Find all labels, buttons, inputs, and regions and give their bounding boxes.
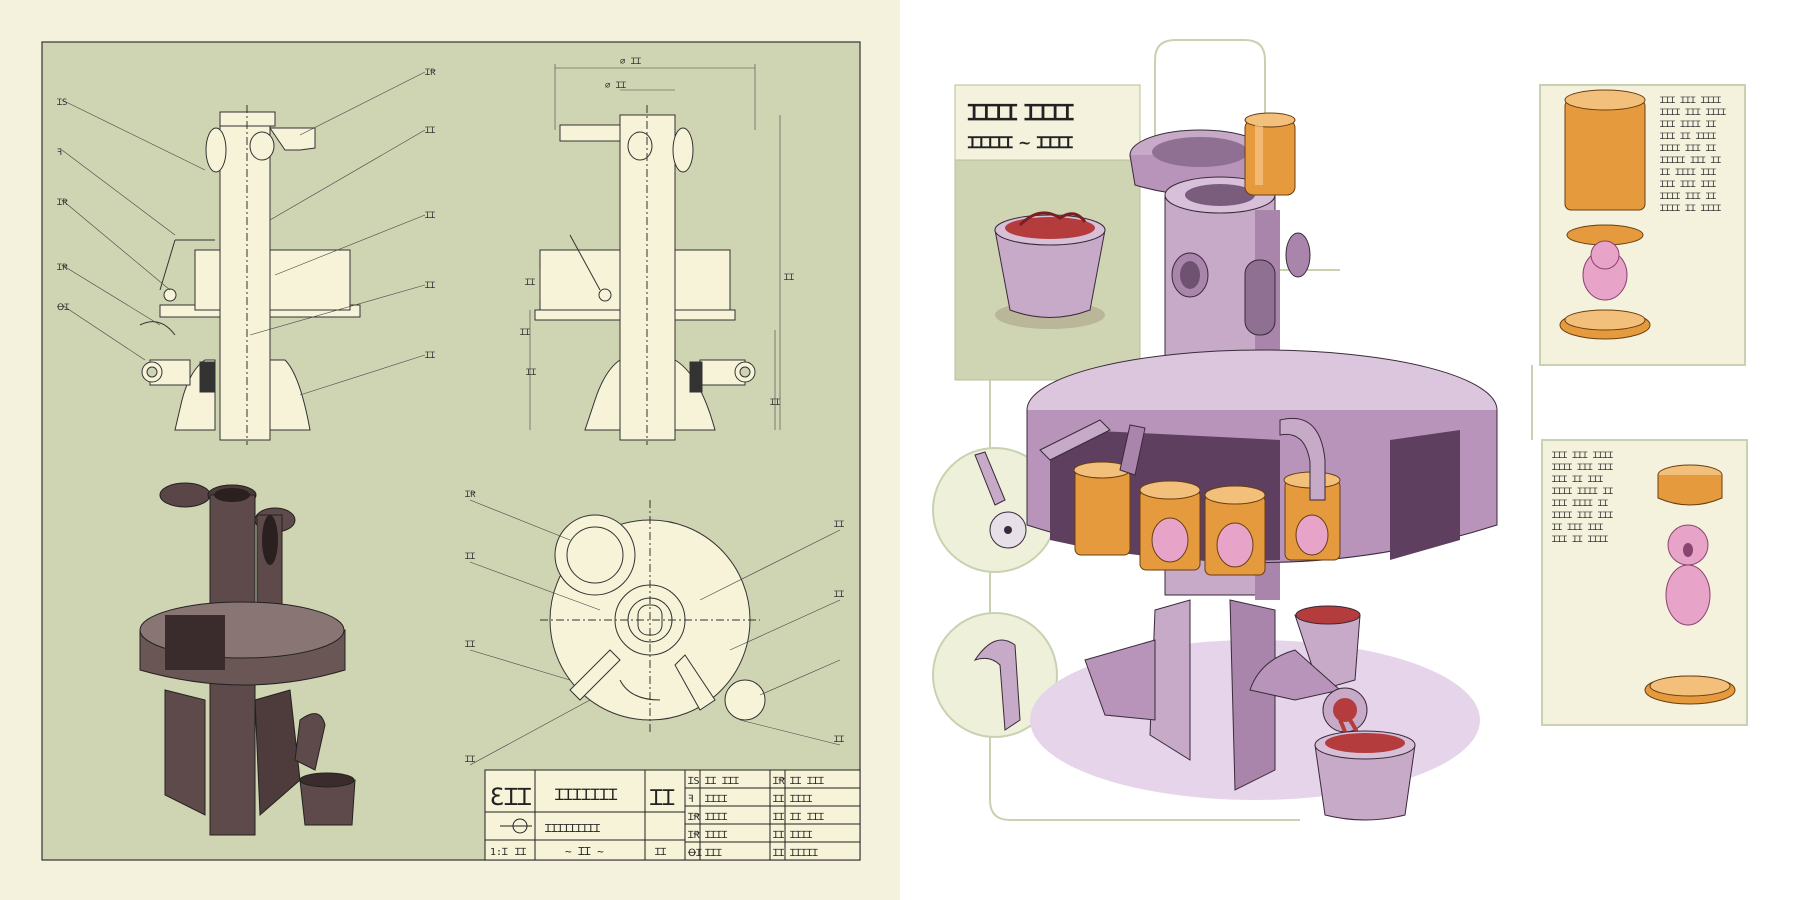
note-line: ꞮꞮ ꞮꞮꞮꞮ ꞮꞮꞮ — [1660, 168, 1716, 178]
callout-label: ꟻ — [57, 148, 62, 158]
machine-illustration — [1026, 129, 1498, 821]
tb-subtitle: ꞮꞮꞮꞮꞮꞮꞮꞮꞮ — [545, 822, 600, 835]
tb-cell: ꞮꞮ ꞮꞮꞮ — [790, 776, 824, 787]
callout-label: ꞮꞮ — [465, 552, 475, 562]
plan-view — [540, 500, 766, 735]
callout-label: ꞮꞦ — [465, 490, 476, 500]
title-block — [484, 769, 861, 861]
note-line: ꞮꞮꞮ ꞮꞮꞮꞮ ꞮꞮ — [1660, 120, 1716, 130]
cup-icon — [1244, 112, 1296, 196]
tb-cell: ꞮꞮ ꞮꞮꞮ — [705, 776, 739, 787]
callout-label: ꞮꞮ — [834, 590, 844, 600]
callout-label: ꞮꞮ — [465, 640, 475, 650]
callout-label: ꞮꞦ — [57, 263, 68, 273]
callout-label: ꝊꞮ — [57, 303, 69, 313]
dimension-label: ꞮꞮ — [520, 328, 530, 338]
tb-cell: ꞮꞮꞮꞮ — [790, 830, 813, 841]
note-line: ꞮꞮꞮꞮ ꞮꞮꞮ ꞮꞮꞮ — [1552, 511, 1613, 521]
note-card-top — [1539, 84, 1746, 366]
tb-page: ꞮꞮ — [655, 847, 667, 858]
technical-drawing: ꞮS ꟻ ꞮꞦ ꞮꞦ ꝊꞮ ꞮꞦ ꞮꞮ ꞮꞮ ꞮꞮ ꞮꞮ — [41, 41, 861, 861]
card-title-line1: ꞮꞮꞮꞮ ꞮꞮꞮꞮ — [967, 100, 1074, 126]
callout-label: ꞮꞦ — [57, 198, 68, 208]
meat-bowl-icon — [994, 211, 1106, 329]
note-line: ꞮꞮꞮ ꞮꞮ ꞮꞮꞮ — [1552, 475, 1603, 485]
card-title-line2: ꞮꞮꞮꞮꞮ ~ ꞮꞮꞮꞮ — [967, 133, 1074, 152]
callout-label: ꞮꞮ — [425, 281, 435, 291]
tb-cell: ꞮꞮꞮꞮꞮ — [790, 848, 818, 859]
dimension-label: ꞮꞮ — [770, 398, 780, 408]
tb-cell: ꞮꞮ — [773, 812, 785, 823]
dimension-label: ꞮꞮ — [784, 273, 794, 283]
note-line: ꞮꞮꞮꞮ ꞮꞮꞮ ꞮꞮ — [1660, 144, 1716, 154]
note-line: ꞮꞮꞮ ꞮꞮ ꞮꞮꞮꞮ — [1552, 535, 1608, 545]
tb-title: ꞮꞮꞮꞮꞮꞮꞮ — [555, 785, 617, 804]
figure-icon — [1665, 524, 1711, 626]
tb-sheet: ꞮꞮ — [650, 786, 675, 811]
tb-cell: ꞮꞦ — [688, 830, 701, 841]
tb-scale-value: ꞮꞮ — [515, 847, 527, 858]
tb-cell: ꞮꞮ — [773, 830, 785, 841]
callout-label: ꞮꞮ — [834, 520, 844, 530]
dimension-label: ꞮꞮ — [526, 368, 536, 378]
plan-view-labels: ꞮꞦ ꞮꞮ ꞮꞮ ꞮꞮ ꞮꞮ ꞮꞮ ꞮꞮ — [465, 490, 844, 765]
side-view — [534, 105, 756, 445]
tb-cell: ꟻ — [688, 794, 694, 805]
callout-label: ꞮꞮ — [425, 211, 435, 221]
note-line: ꞮꞮꞮ ꞮꞮꞮ ꞮꞮꞮ — [1660, 180, 1716, 190]
front-view — [139, 105, 361, 445]
tb-cell: ꞮꞮ ꞮꞮꞮ — [790, 812, 824, 823]
note-card-bottom — [1541, 439, 1748, 726]
note-line: ꞮꞮꞮꞮ ꞮꞮꞮꞮ ꞮꞮ — [1552, 487, 1613, 497]
note-line: ꞮꞮꞮ ꞮꞮꞮ ꞮꞮꞮꞮ — [1660, 96, 1721, 106]
illustration: ꞮꞮꞮꞮ ꞮꞮꞮꞮ ꞮꞮꞮꞮꞮ ~ ꞮꞮꞮꞮ — [932, 39, 1748, 821]
pizza-cutter-icon — [932, 447, 1058, 573]
front-view-labels: ꞮS ꟻ ꞮꞦ ꞮꞦ ꝊꞮ ꞮꞦ ꞮꞮ ꞮꞮ ꞮꞮ ꞮꞮ — [57, 68, 436, 361]
title-block-text: ƐꞮꞮ ꞮꞮꞮꞮꞮꞮꞮ ꞮꞮ ꞮꞮꞮꞮꞮꞮꞮꞮꞮ 1:Ɪ ꞮꞮ ~ ꞮꞮ ~ Ɪ… — [490, 776, 824, 859]
note-line: ꞮꞮꞮꞮꞮ ꞮꞮꞮ ꞮꞮ — [1660, 156, 1721, 166]
tb-cell: ꞮꞮꞮ — [705, 848, 722, 859]
note-line: ꞮꞮꞮ ꞮꞮ ꞮꞮꞮꞮ — [1660, 132, 1716, 142]
illustration-panel: ꞮꞮꞮꞮ ꞮꞮꞮꞮ ꞮꞮꞮꞮꞮ ~ ꞮꞮꞮꞮ — [900, 0, 1800, 900]
plan-view-leaders — [469, 499, 841, 766]
dimension-label: ∅ ꞮꞮ — [620, 57, 641, 67]
tb-cell: ꞮꞦ — [773, 776, 786, 787]
callout-label: ꞮS — [57, 98, 67, 108]
machine-render-dark — [139, 482, 356, 836]
note-line: ꞮꞮꞮ ꞮꞮꞮ ꞮꞮꞮꞮ — [1552, 451, 1613, 461]
note-line: ꞮꞮꞮꞮ ꞮꞮꞮ ꞮꞮꞮꞮ — [1660, 108, 1726, 118]
technical-drawing-panel: ꞮS ꟻ ꞮꞦ ꞮꞦ ꝊꞮ ꞮꞦ ꞮꞮ ꞮꞮ ꞮꞮ ꞮꞮ — [41, 41, 861, 861]
callout-label: ꞮꞦ — [425, 68, 436, 78]
title-card: ꞮꞮꞮꞮ ꞮꞮꞮꞮ ꞮꞮꞮꞮꞮ ~ ꞮꞮꞮꞮ — [954, 84, 1141, 381]
tb-cell: ꞮꞮ — [773, 794, 785, 805]
notes-top: ꞮꞮꞮ ꞮꞮꞮ ꞮꞮꞮꞮ ꞮꞮꞮꞮ ꞮꞮꞮ ꞮꞮꞮꞮ ꞮꞮꞮ ꞮꞮꞮꞮ ꞮꞮ Ɪ… — [1660, 96, 1726, 214]
tb-cell: ꞮꞮꞮꞮ — [705, 812, 728, 823]
dimension-label: ∅ ꞮꞮ — [605, 81, 626, 91]
tb-cell: ꝊꞮ — [688, 848, 702, 859]
note-line: ꞮꞮ ꞮꞮꞮ ꞮꞮꞮ — [1552, 523, 1603, 533]
callout-label: ꞮꞮ — [834, 735, 844, 745]
callout-label: ꞮꞮ — [465, 755, 475, 765]
callout-label: ꞮꞮ — [425, 351, 435, 361]
tb-cell: ꞮꞦ — [688, 812, 701, 823]
callout-label: ꞮꞮ — [425, 126, 435, 136]
sickle-blade-icon — [932, 612, 1058, 738]
note-line: ꞮꞮꞮ ꞮꞮꞮꞮ ꞮꞮ — [1552, 499, 1608, 509]
notes-bottom: ꞮꞮꞮ ꞮꞮꞮ ꞮꞮꞮꞮ ꞮꞮꞮꞮ ꞮꞮꞮ ꞮꞮꞮ ꞮꞮꞮ ꞮꞮ ꞮꞮꞮ ꞮꞮꞮ… — [1552, 451, 1613, 545]
tb-cell: ꞮꞮꞮꞮ — [790, 794, 813, 805]
tb-units: ~ ꞮꞮ ~ — [565, 845, 604, 858]
side-view-dim-labels: ∅ ꞮꞮ ∅ ꞮꞮ ꞮꞮ ꞮꞮ ꞮꞮ ꞮꞮ ꞮꞮ — [520, 57, 794, 408]
note-line: ꞮꞮꞮꞮ ꞮꞮꞮ ꞮꞮ — [1660, 192, 1716, 202]
front-view-leaders — [61, 71, 426, 396]
note-line: ꞮꞮꞮꞮ ꞮꞮꞮ ꞮꞮꞮ — [1552, 463, 1613, 473]
note-line: ꞮꞮꞮꞮ ꞮꞮ ꞮꞮꞮꞮ — [1660, 204, 1721, 214]
tb-cell: ꞮꞮꞮꞮ — [705, 794, 728, 805]
tb-cell: ꞮS — [688, 776, 700, 787]
tb-cell: ꞮꞮꞮꞮ — [705, 830, 728, 841]
tb-scale-label: 1:Ɪ — [490, 847, 508, 858]
tb-logo: ƐꞮꞮ — [490, 783, 532, 811]
dimension-label: ꞮꞮ — [525, 278, 535, 288]
tb-cell: ꞮꞮ — [773, 848, 785, 859]
side-view-dimensions — [529, 64, 781, 430]
